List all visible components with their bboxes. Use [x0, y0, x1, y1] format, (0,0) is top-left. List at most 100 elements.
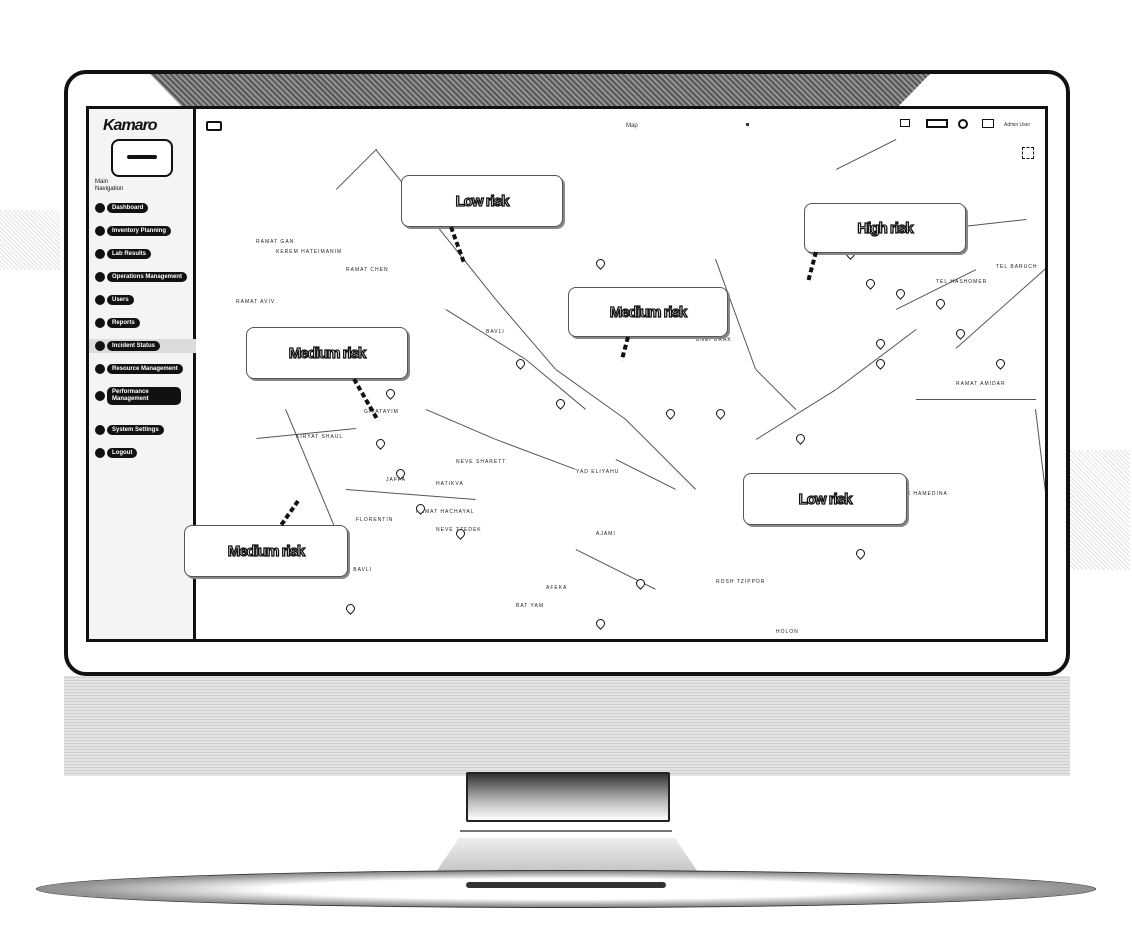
risk-callout-medium[interactable]: Medium risk	[184, 525, 348, 577]
sidebar-item-label: Resource Management	[107, 364, 183, 374]
callout-connector	[806, 251, 818, 282]
sidebar-item-reports[interactable]: Reports	[95, 316, 193, 330]
sidebar-item-operations[interactable]: Operations Management	[95, 270, 193, 284]
place-label: YAD ELIYAHU	[576, 469, 620, 475]
map-pin-icon[interactable]	[794, 432, 807, 445]
map-road	[756, 389, 837, 440]
sidebar-item-incident-status[interactable]: Incident Status	[89, 339, 199, 353]
map-road	[615, 459, 676, 490]
place-label: AJAMI	[596, 531, 616, 537]
callout-connector	[279, 499, 300, 527]
page-title: Map	[626, 123, 638, 129]
logo-badge-icon	[111, 139, 173, 177]
sidebar-nav: Dashboard Inventory Planning Lab Results…	[89, 201, 199, 469]
monitor-neck-edge	[460, 830, 672, 832]
sidebar-item-label: Reports	[107, 318, 140, 328]
menu-icon[interactable]	[206, 121, 222, 131]
place-label: GIVATAYIM	[364, 409, 399, 415]
sidebar-item-dashboard[interactable]: Dashboard	[95, 201, 193, 215]
map-pin-icon[interactable]	[894, 287, 907, 300]
place-label: AFEKA	[546, 585, 568, 591]
sidebar-item-label: Logout	[107, 448, 138, 458]
map-pin-icon[interactable]	[994, 357, 1007, 370]
user-label[interactable]: Admin User	[1004, 122, 1031, 128]
map-pin-icon[interactable]	[554, 397, 567, 410]
calendar-icon[interactable]	[982, 119, 994, 128]
place-label: ROSH TZIPPOR	[716, 579, 766, 585]
place-label: BAT YAM	[516, 603, 545, 609]
callout-connector	[619, 336, 630, 361]
map-road	[495, 439, 576, 470]
risk-callout-low[interactable]: Low risk	[401, 175, 563, 227]
chart-icon	[95, 391, 105, 401]
map-road	[625, 419, 696, 490]
map-road	[916, 399, 1036, 400]
report-icon	[95, 318, 105, 328]
sidebar-item-lab-results[interactable]: Lab Results	[95, 247, 193, 261]
sidebar: Kamaro Main Navigation Dashboard Invento…	[89, 109, 199, 639]
gear-icon	[95, 272, 105, 282]
map-road	[1035, 409, 1045, 510]
monitor-base	[36, 870, 1096, 908]
sidebar-item-label: Dashboard	[107, 203, 149, 213]
place-label: BNEI BRAK	[696, 337, 732, 343]
map-pin-icon[interactable]	[374, 437, 387, 450]
place-label: BAVLI	[486, 329, 505, 335]
place-label: KIRYAT SHAUL	[296, 434, 344, 440]
place-label: FLORENTIN	[356, 517, 394, 523]
risk-callout-medium[interactable]: Medium risk	[246, 327, 408, 379]
place-label: SHIKUN BAVLI	[326, 567, 373, 573]
risk-callout-low[interactable]: Low risk	[743, 473, 907, 525]
background-shading	[1070, 450, 1130, 570]
map-pin-icon[interactable]	[594, 617, 607, 630]
map-road	[336, 149, 377, 190]
map-pin-icon[interactable]	[664, 407, 677, 420]
map-pin-icon[interactable]	[864, 277, 877, 290]
sidebar-item-label: Incident Status	[107, 341, 161, 351]
map-road	[836, 139, 897, 170]
risk-callout-medium[interactable]: Medium risk	[568, 287, 728, 337]
background-shading	[0, 210, 60, 270]
map-pin-icon[interactable]	[874, 337, 887, 350]
search-icon[interactable]	[958, 119, 968, 129]
callout-connector	[352, 378, 380, 422]
place-label: RAMAT AMIDAR	[956, 381, 1006, 387]
place-label: TEL HASHOMER	[936, 279, 988, 285]
notification-icon[interactable]	[900, 119, 910, 127]
sidebar-item-inventory-planning[interactable]: Inventory Planning	[95, 224, 193, 238]
sidebar-item-logout[interactable]: Logout	[95, 446, 193, 460]
map-pin-icon[interactable]	[594, 257, 607, 270]
monitor-base-slot	[466, 882, 666, 888]
place-label: RAMAT AVIV	[236, 299, 276, 305]
place-label: JAFFA	[386, 477, 407, 483]
users-icon	[95, 295, 105, 305]
map-pin-icon[interactable]	[714, 407, 727, 420]
place-label: HOLON	[776, 629, 799, 635]
map-pin-icon[interactable]	[854, 547, 867, 560]
app-logo[interactable]: Kamaro	[103, 117, 158, 134]
map-pin-icon[interactable]	[344, 602, 357, 615]
sidebar-item-performance[interactable]: Performance Management	[95, 385, 193, 407]
map-road	[755, 369, 796, 410]
sidebar-item-users[interactable]: Users	[95, 293, 193, 307]
alert-icon	[95, 341, 105, 351]
settings-icon	[95, 425, 105, 435]
place-label: RAMAT CHEN	[346, 267, 389, 273]
map-pin-icon[interactable]	[934, 297, 947, 310]
calendar-icon	[95, 226, 105, 236]
search-bar-icon[interactable]	[926, 119, 948, 128]
sidebar-item-label: Lab Results	[107, 249, 152, 259]
layers-icon[interactable]	[1022, 147, 1034, 159]
map-pin-icon[interactable]	[384, 387, 397, 400]
place-label: KIKAR HAMEDINA	[891, 491, 948, 497]
risk-callout-high[interactable]: High risk	[804, 203, 966, 253]
monitor-chin	[64, 676, 1070, 776]
map-road	[345, 489, 476, 500]
logout-icon	[95, 448, 105, 458]
monitor-neck	[466, 772, 670, 822]
sidebar-item-resource-management[interactable]: Resource Management	[95, 362, 193, 376]
sidebar-item-system-settings[interactable]: System Settings	[95, 423, 193, 437]
sidebar-item-label: Inventory Planning	[107, 226, 172, 236]
map-road	[425, 409, 496, 440]
